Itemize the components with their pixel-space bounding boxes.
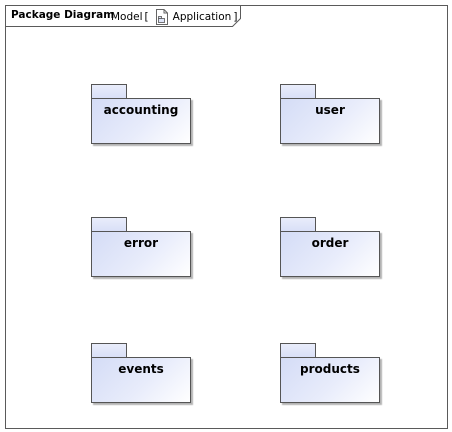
package-name: error [123,236,159,250]
package-tab [91,343,127,357]
package-name: order [311,236,349,250]
package-name: products [300,362,360,376]
package-name: accounting [103,103,179,117]
context-prefix: Model [111,11,143,23]
frame-header-tab [5,5,241,27]
package-tab [91,217,127,231]
package-body: user [280,98,380,144]
package-body: accounting [91,98,191,144]
diagram-context: Model [ Application ] [111,9,239,25]
package-tab [280,217,316,231]
package-body: order [280,231,380,277]
package-accounting[interactable]: accounting [91,84,193,146]
package-body: products [280,357,380,403]
package-body: error [91,231,191,277]
context-open-bracket: [ [144,11,149,23]
package-events[interactable]: events [91,343,193,405]
diagram-title: Package Diagram [11,9,115,21]
package-user[interactable]: user [280,84,382,146]
document-package-icon [154,9,170,25]
package-products[interactable]: products [280,343,382,405]
package-body: events [91,357,191,403]
package-order[interactable]: order [280,217,382,279]
package-error[interactable]: error [91,217,193,279]
package-tab [280,343,316,357]
package-tab [280,84,316,98]
package-name: events [118,362,164,376]
package-tab [91,84,127,98]
package-name: user [315,103,345,117]
context-element-name: Application [172,11,232,23]
context-close-bracket: ] [233,11,238,23]
diagram-frame-header: Package Diagram Model [ Application ] [5,5,241,27]
